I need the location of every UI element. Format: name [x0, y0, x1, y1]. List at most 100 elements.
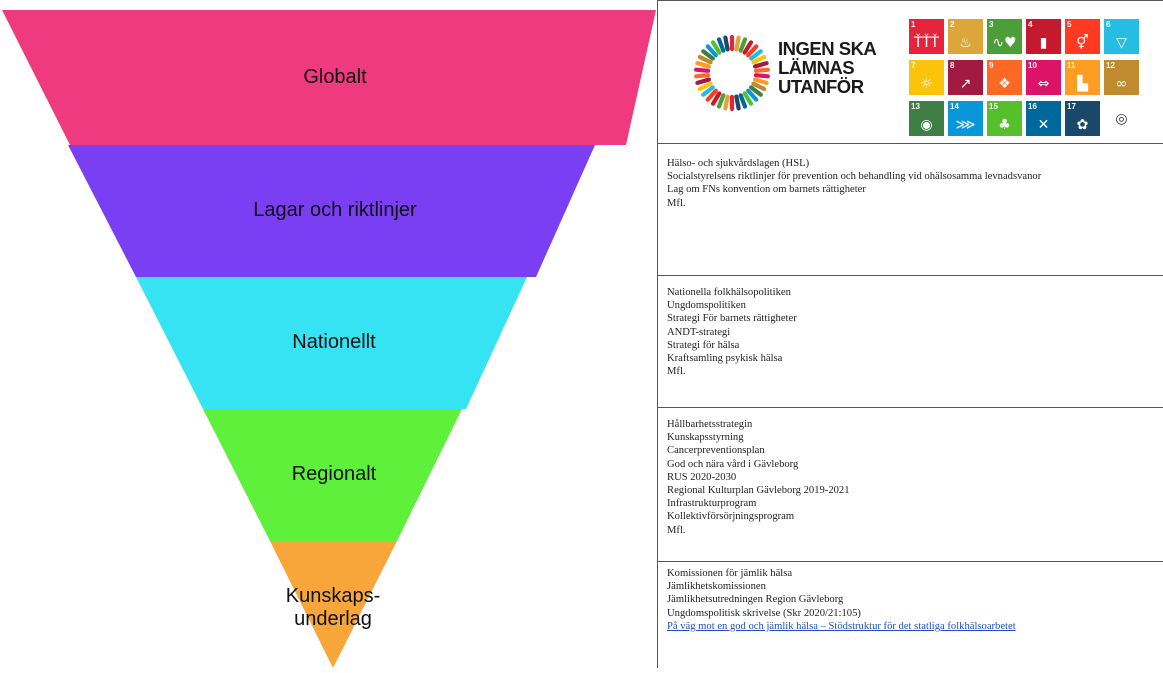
sdg-wheel-segment [710, 91, 722, 106]
eye-globe-icon: ◉ [920, 117, 933, 133]
sdg-goal-tile: 6▽ [1104, 19, 1139, 54]
pyramid-graphic [2, 10, 656, 668]
sdg-goal-tile: 4▮ [1026, 19, 1061, 54]
water-icon: ▽ [1116, 35, 1127, 51]
sdg-goal-tile: 2♨ [948, 19, 983, 54]
sdg-wheel-segment [695, 77, 712, 85]
cell-line: Mfl. [667, 366, 686, 378]
pyramid-layer-regionalt [203, 409, 462, 541]
sdg-goal-tile: 11▙ [1065, 60, 1100, 95]
sdg-wheel-segment [716, 93, 726, 109]
sdg-goal-tile: 13◉ [909, 101, 944, 136]
pyramid-layer-nationellt [136, 277, 527, 409]
equality-icon: ⇔ [1037, 76, 1050, 92]
sdg-wheel-segment [723, 94, 730, 111]
sdg-goal-tile: ◎ [1104, 101, 1139, 136]
sdg-wheel-segment [705, 44, 718, 58]
sdg-wheel-segment [752, 77, 769, 85]
sdg-wheel-segment [694, 73, 711, 79]
sdg-goal-number: 13 [911, 102, 920, 111]
sdg-goal-tile: 8↗ [948, 60, 983, 95]
heartbeat-icon: ∿♥ [992, 35, 1017, 51]
cell-line: Kollektivförsörjningsprogram [667, 511, 795, 523]
sdg-wheel-segment [749, 49, 763, 61]
people-icon: ŤŤŤ [913, 35, 940, 51]
cell-line: Mfl. [667, 197, 686, 209]
cell-line: Cancerpreventionsplan [667, 445, 765, 457]
growth-chart-icon: ↗ [959, 76, 972, 92]
cell-line: Nationella folkhälsopolitiken [667, 287, 791, 298]
cell-line: Ungdomspolitisk skrivelse (Skr 2020/21:1… [667, 607, 861, 619]
sdg-wheel-segment [753, 67, 770, 73]
cell-nationellt: Nationella folkhälsopolitiken Ungdomspol… [657, 276, 1163, 408]
inverted-pyramid: Globalt Lagar och riktlinjer Nationellt … [2, 10, 656, 668]
sdg-goal-tile: 5⚥ [1065, 19, 1100, 54]
global-goals-logo-icon: ◎ [1115, 111, 1128, 127]
cell-line: Socialstyrelsens riktlinjer för preventi… [667, 171, 1042, 183]
sdg-goal-tile: 9❖ [987, 60, 1022, 95]
sdg-wheel-segment [746, 88, 759, 102]
sdg-goal-number: 8 [950, 61, 955, 70]
cubes-icon: ❖ [998, 76, 1011, 92]
sdg-wheel-segment [746, 44, 759, 58]
sdg-goal-number: 6 [1106, 20, 1111, 29]
sdg-wheel-segment [749, 85, 763, 97]
book-icon: ▮ [1039, 35, 1048, 51]
sdg-goal-tile: 16✕ [1026, 101, 1061, 136]
fish-icon: ⋙ [955, 117, 976, 133]
cell-line: Infrastrukturprogram [667, 498, 757, 510]
cell-line: Jämlikhetskomissionen [667, 581, 766, 593]
sdg-wheel-segment [751, 54, 767, 65]
partnership-icon: ✿ [1076, 117, 1089, 133]
sdg-goal-tile: 12∞ [1104, 60, 1139, 95]
cell-line: Lag om FNs konvention om barnets rättigh… [667, 184, 866, 196]
folkhalsoarbete-link[interactable]: På väg mot en god och jämlik hälsa – Stö… [667, 620, 1016, 632]
sdg-wheel-segment [752, 61, 769, 69]
cell-line: Hälso- och sjukvårdslagen (HSL) [667, 158, 810, 169]
layer-label-kunskapsunderlag: Kunskaps- underlag [285, 585, 381, 630]
sdg-wheel-segment [753, 73, 770, 79]
cell-line: Komissionen för jämlik hälsa [667, 568, 793, 579]
gender-icon: ⚥ [1076, 35, 1089, 51]
sun-icon: ☼ [920, 76, 933, 92]
sdg-goal-number: 9 [989, 61, 994, 70]
sdg-wheel-segment [738, 93, 748, 109]
sdg-goal-number: 12 [1106, 61, 1115, 70]
sdg-goal-number: 5 [1067, 20, 1072, 29]
sdg-wheel-segment [742, 91, 754, 106]
cell-line: Ungdomspolitiken [667, 300, 746, 312]
cell-line: Strategi För barnets rättigheter [667, 313, 797, 325]
sdg-goal-number: 14 [950, 102, 959, 111]
cell-line: Strategi för hälsa [667, 339, 740, 351]
bowl-icon: ♨ [959, 35, 972, 51]
pyramid-layer-lagar [68, 145, 595, 277]
sdg-wheel-segment [723, 35, 730, 52]
sdg-goal-tile: 17✿ [1065, 101, 1100, 136]
infinity-icon: ∞ [1115, 76, 1128, 92]
sdg-goal-number: 3 [989, 20, 994, 29]
sdg-wheel-segment [738, 37, 748, 53]
cell-line: Kraftsamling psykisk hälsa [667, 353, 783, 365]
sdg-goal-number: 4 [1028, 20, 1033, 29]
dove-icon: ✕ [1037, 117, 1050, 133]
sdg-wheel-segment [705, 88, 718, 102]
sdg-goal-number: 7 [911, 61, 916, 70]
tree-icon: ♣ [998, 117, 1011, 133]
cell-regionalt: Hållbarhetsstrategin Kunskapsstyrning Ca… [657, 408, 1163, 562]
layer-label-lagar-och-riktlinjer: Lagar och riktlinjer [253, 199, 417, 221]
sdg-wheel-segment [701, 49, 715, 61]
pyramid-layer-kunskapsunderlag [270, 541, 397, 668]
sdg-wheel-segment [694, 67, 711, 73]
sdg-wheel-segment [697, 81, 713, 92]
sdg-goal-number: 16 [1028, 102, 1037, 111]
sdg-goal-number: 10 [1028, 61, 1037, 70]
sdg-goal-number: 11 [1067, 61, 1076, 70]
sdg-goal-number: 1 [911, 20, 916, 29]
city-icon: ▙ [1077, 76, 1088, 92]
cell-kunskapsunderlag: Komissionen för jämlik hälsa Jämlikhetsk… [657, 562, 1163, 668]
cell-line: God och nära vård i Gävleborg [667, 458, 799, 470]
sdg-wheel-segment [742, 40, 754, 55]
